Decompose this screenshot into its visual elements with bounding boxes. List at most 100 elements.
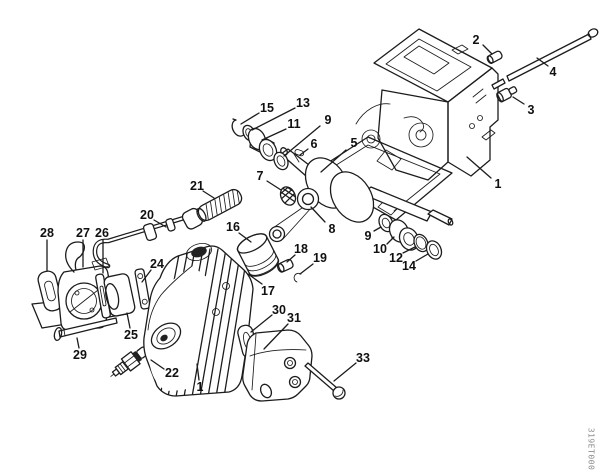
- muffler-drawing: [242, 329, 313, 402]
- left-bearing-stack-drawing: [231, 118, 289, 171]
- front-face-edge: [147, 265, 193, 331]
- callout-label-washer-right: 12: [389, 251, 403, 265]
- crankcase-drawing: [311, 28, 499, 221]
- cylinder-bolt-hole: [212, 308, 220, 316]
- callout-leader-crankshaft: [320, 149, 347, 173]
- throttle-lever: [65, 241, 86, 273]
- washer-drawing: [413, 233, 429, 253]
- callout-label-collar-nut: 3: [528, 103, 535, 117]
- callout-label-piston-rings: 17: [261, 284, 275, 298]
- callout-label-connecting-rod: 8: [329, 222, 336, 236]
- fuel-filter-drawing: [196, 188, 243, 222]
- exhaust-boss: [150, 322, 182, 350]
- plug-hole: [185, 242, 213, 262]
- detail-pawl: [403, 116, 425, 133]
- callout-leader-woodruff-key: [299, 148, 309, 156]
- detail-slot: [481, 129, 496, 141]
- detail-line: [472, 88, 487, 104]
- muffler-outlet: [259, 383, 273, 399]
- callout-label-circlip: 15: [260, 101, 274, 115]
- callout-leader-washer-right: [402, 246, 416, 254]
- detail-hole: [477, 115, 483, 121]
- deflector-inner: [321, 144, 441, 212]
- callout-leader-fuel-filter: [202, 190, 215, 199]
- intake-bracket-drawing: [134, 268, 151, 310]
- callout-leader-needle-cage: [266, 180, 282, 191]
- roof-tab: [451, 44, 469, 55]
- case-right-face: [447, 67, 499, 177]
- carb-bolt-drawing: [53, 317, 118, 342]
- callout-leader-piston: [238, 232, 252, 243]
- callout-label-fuel-filter: 21: [190, 179, 204, 193]
- bearing-drawing: [247, 127, 278, 162]
- callout-leader-spark-plug: [150, 359, 165, 370]
- callout-leader-cylinder: [196, 363, 200, 381]
- carb-bracket: [91, 257, 110, 271]
- callout-label-crankshaft: 5: [351, 136, 358, 150]
- roof-inner: [385, 38, 472, 92]
- line-grommet: [165, 218, 176, 232]
- muffler-bolt-drawing: [304, 362, 346, 400]
- callout-leader-oil-seal-right: [373, 226, 382, 232]
- callout-leader-piston-rings: [247, 273, 263, 285]
- front-pocket: [415, 129, 427, 141]
- callout-label-crankcase: 1: [495, 177, 502, 191]
- callout-label-pin-clip: 19: [313, 251, 327, 265]
- callout-leader-intake-bracket: [141, 269, 152, 283]
- callout-label-intake-spacer: 25: [124, 328, 138, 342]
- callout-label-intake-bracket: 24: [150, 257, 164, 271]
- callout-label-carburetor: 27: [76, 226, 90, 240]
- callout-label-long-bolt: 4: [550, 65, 557, 79]
- callout-label-muffler: 31: [287, 311, 301, 325]
- detail-boss: [361, 129, 381, 149]
- callout-leader-intake-spacer: [126, 312, 131, 329]
- callout-leader-bearing-left: [261, 128, 287, 141]
- detail-boss: [366, 134, 376, 144]
- callout-leader-collar-nut: [512, 96, 525, 105]
- cylinder-drawing: [143, 242, 254, 397]
- collar-nut-drawing: [496, 86, 518, 103]
- crank-shaft-tip: [427, 209, 453, 226]
- callout-leader-bearing-right: [386, 236, 395, 245]
- callout-label-woodruff-key: 6: [311, 137, 318, 151]
- callout-label-cylinder: 1: [197, 380, 204, 394]
- callout-leader-pin-clip: [299, 263, 314, 275]
- callout-label-piston: 16: [226, 220, 240, 234]
- connecting-rod-drawing: [268, 187, 320, 243]
- ring-groove: [248, 258, 279, 276]
- callout-leader-crankcase: [466, 156, 492, 179]
- callout-label-bearing-right: 10: [373, 242, 387, 256]
- crank-web: [329, 171, 375, 223]
- callout-label-needle-cage: 7: [257, 169, 264, 183]
- watermark-code: 319ET000: [587, 428, 596, 471]
- detail-bracket: [376, 149, 402, 171]
- callout-label-muffler-bolt: 33: [356, 351, 370, 365]
- intake-spacer-drawing: [103, 273, 136, 317]
- roof-recess: [403, 45, 450, 75]
- callout-label-oil-seal-left: 9: [325, 113, 332, 127]
- callout-label-screw: 2: [473, 33, 480, 47]
- callout-leader-wrist-pin: [286, 254, 296, 263]
- long-bolt-drawing: [491, 28, 599, 90]
- case-front-face: [377, 89, 449, 181]
- callout-label-spark-plug: 22: [165, 366, 179, 380]
- callout-leader-fuel-line: [153, 219, 167, 228]
- ring-groove: [244, 249, 274, 267]
- detail-hole: [469, 123, 475, 129]
- callout-leader-washer-left: [251, 107, 296, 131]
- callout-leader-carb-bolt: [76, 337, 80, 349]
- callout-label-fuel-line: 20: [140, 208, 154, 222]
- callout-leader-long-bolt: [536, 57, 549, 67]
- callout-leader-circlip: [240, 112, 260, 125]
- callout-leader-muffler-bolt: [333, 362, 357, 382]
- front-face: [147, 266, 208, 391]
- callout-label-carb-bolt: 29: [73, 348, 87, 362]
- front-pocket: [408, 122, 434, 148]
- callout-label-washer-left: 13: [296, 96, 310, 110]
- right-bearing-stack-drawing: [378, 213, 443, 260]
- wrist-pin-drawing: [276, 258, 294, 273]
- callout-leader-oil-seal-left: [283, 125, 321, 157]
